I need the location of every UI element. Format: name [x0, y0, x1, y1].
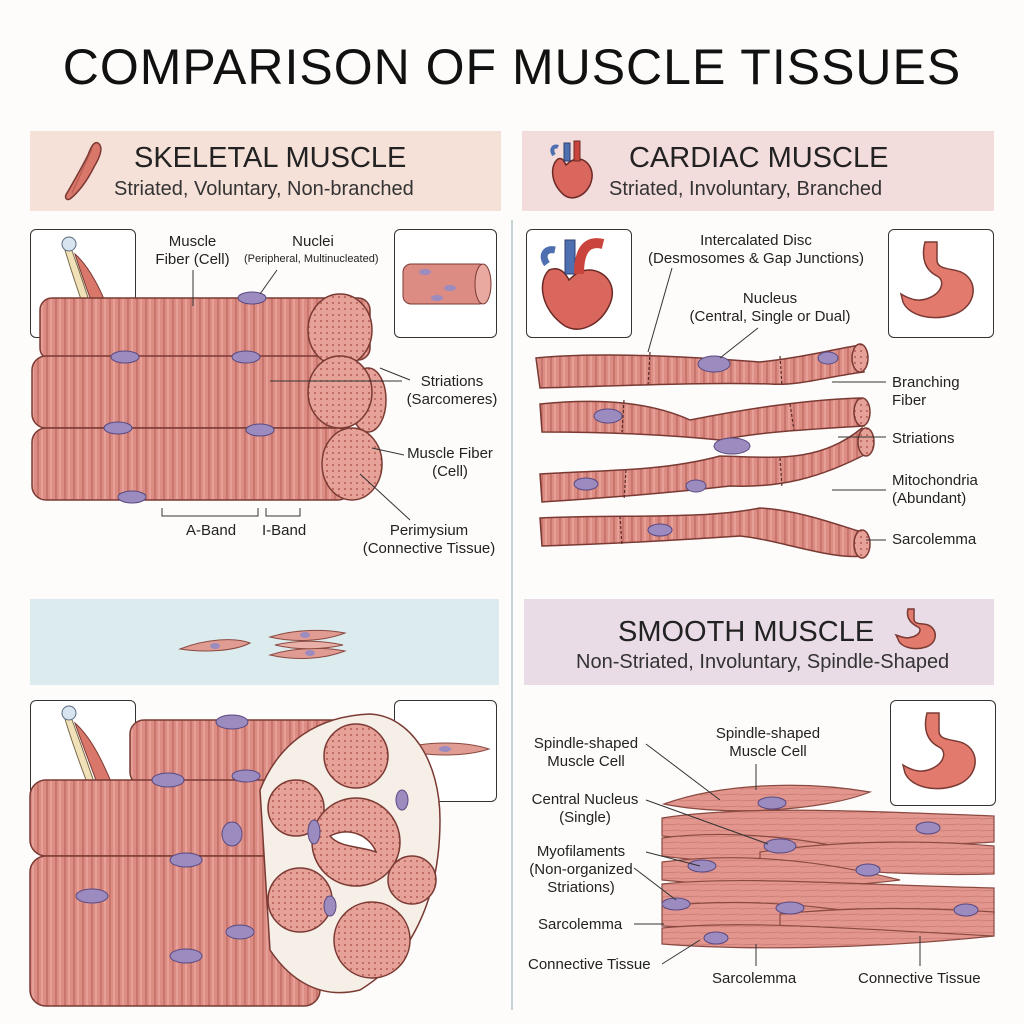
label-smooth-sarcolemma-bottom: Sarcolemma [712, 970, 797, 987]
label-nuclei-note: (Peripheral, Multinucleated) [244, 253, 379, 265]
extra-banner [30, 599, 499, 685]
smooth-leader-lines [633, 743, 921, 966]
label-connective-bottom: Connective Tissue [858, 970, 981, 987]
smooth-stomach-inset [890, 700, 996, 806]
heart-icon [550, 140, 593, 199]
label-perimysium: Perimysium (Connective Tissue) [362, 522, 496, 557]
cardiac-fibers [535, 343, 875, 559]
label-central-nucleus: Central Nucleus (Single) [531, 791, 639, 826]
center-divider [511, 220, 513, 1010]
spindle-cells-icon [178, 629, 347, 659]
skeletal-fiber-inset [394, 229, 497, 338]
fiber-bundle-icon [402, 263, 492, 305]
skeletal-traits: Striated, Voluntary, Non-branched [114, 178, 414, 200]
skeletal-bundle-large [29, 713, 441, 1007]
smooth-banner: SMOOTH MUSCLE Non-Striated, Involuntary,… [524, 599, 994, 685]
label-cardiac-sarcolemma: Sarcolemma [892, 531, 977, 548]
label-smooth-sarcolemma-left: Sarcolemma [538, 916, 623, 933]
label-branching-fiber: Branching Fiber [892, 374, 960, 409]
stomach-detail-icon-2 [901, 712, 976, 790]
cardiac-leader-lines [647, 267, 886, 541]
label-nuclei: Nuclei [292, 233, 334, 250]
page-title: COMPARISON OF MUSCLE TISSUES [62, 39, 962, 95]
label-a-band: A-Band [186, 522, 237, 539]
cardiac-banner: CARDIAC MUSCLE Striated, Involuntary, Br… [522, 131, 994, 211]
label-connective-left: Connective Tissue [528, 956, 651, 973]
smooth-title: SMOOTH MUSCLE [618, 616, 875, 648]
label-i-band: I-Band [262, 522, 307, 539]
cardiac-title: CARDIAC MUSCLE [629, 142, 889, 174]
heart-detail-icon [540, 238, 614, 330]
label-muscle-fiber-cell: Muscle Fiber (Cell) [155, 233, 230, 268]
cardiac-nuclei [573, 351, 839, 537]
cardiac-heart-inset [526, 229, 632, 338]
label-spindle-cell-top: Spindle-shaped Muscle Cell [715, 725, 821, 760]
label-spindle-cell-left: Spindle-shaped Muscle Cell [533, 735, 639, 770]
smooth-muscle-sheet [661, 784, 995, 949]
arm-muscle-icon [64, 141, 102, 201]
label-striations: Striations (Sarcomeres) [406, 373, 498, 408]
label-mitochondria: Mitochondria (Abundant) [892, 472, 978, 507]
skeletal-fiber-bundle [31, 293, 387, 501]
cardiac-intercalated-discs [619, 351, 795, 547]
label-cardiac-striations: Striations [892, 430, 955, 447]
label-myofilaments: Myofilaments (Non-organized Striations) [529, 843, 633, 896]
skeletal-title: SKELETAL MUSCLE [134, 142, 407, 174]
stomach-detail-icon [899, 241, 974, 319]
cardiac-stomach-inset [888, 229, 994, 338]
smooth-nuclei [661, 796, 979, 945]
label-muscle-fiber: Muscle Fiber (Cell) [407, 445, 493, 480]
smooth-traits: Non-Striated, Involuntary, Spindle-Shape… [576, 651, 950, 673]
skeletal-banner: SKELETAL MUSCLE Striated, Voluntary, Non… [30, 131, 501, 211]
stomach-icon [894, 608, 936, 650]
label-nucleus: Nucleus (Central, Single or Dual) [689, 290, 851, 325]
skeletal-leader-lines [161, 269, 411, 521]
cardiac-traits: Striated, Involuntary, Branched [609, 178, 883, 200]
skeletal-large-nuclei [75, 714, 409, 964]
label-intercalated-disc: Intercalated Disc (Desmosomes & Gap Junc… [648, 232, 864, 267]
skeletal-nuclei [103, 291, 275, 504]
